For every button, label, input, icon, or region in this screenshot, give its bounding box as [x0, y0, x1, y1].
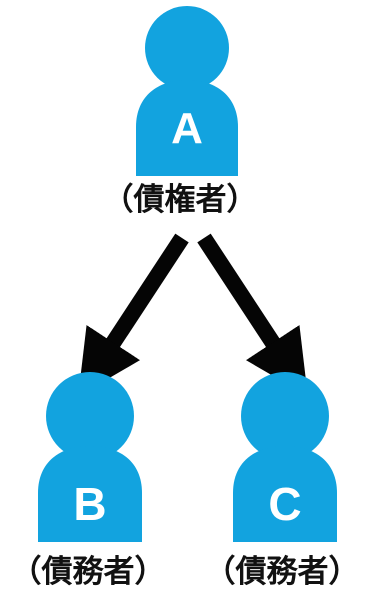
- person-b-body: [38, 446, 142, 542]
- person-a-letter: A: [171, 104, 203, 153]
- person-b-letter: B: [73, 478, 106, 530]
- person-a-body: [136, 80, 238, 176]
- person-c-body: [233, 446, 337, 542]
- person-c-letter: C: [268, 478, 301, 530]
- arrow-a-to-c: [197, 233, 308, 397]
- person-a: A: [136, 6, 238, 176]
- creditor-role-label: （債権者）: [103, 182, 258, 218]
- person-c-head: [241, 372, 329, 460]
- arrow-a-to-b: [78, 233, 189, 397]
- person-b-head: [46, 372, 134, 460]
- debtor-c-role-label: （債務者）: [205, 554, 360, 590]
- person-a-head: [145, 6, 229, 90]
- person-b: B: [38, 372, 142, 542]
- debtor-b-role-label: （債務者）: [11, 554, 166, 590]
- person-c: C: [233, 372, 337, 542]
